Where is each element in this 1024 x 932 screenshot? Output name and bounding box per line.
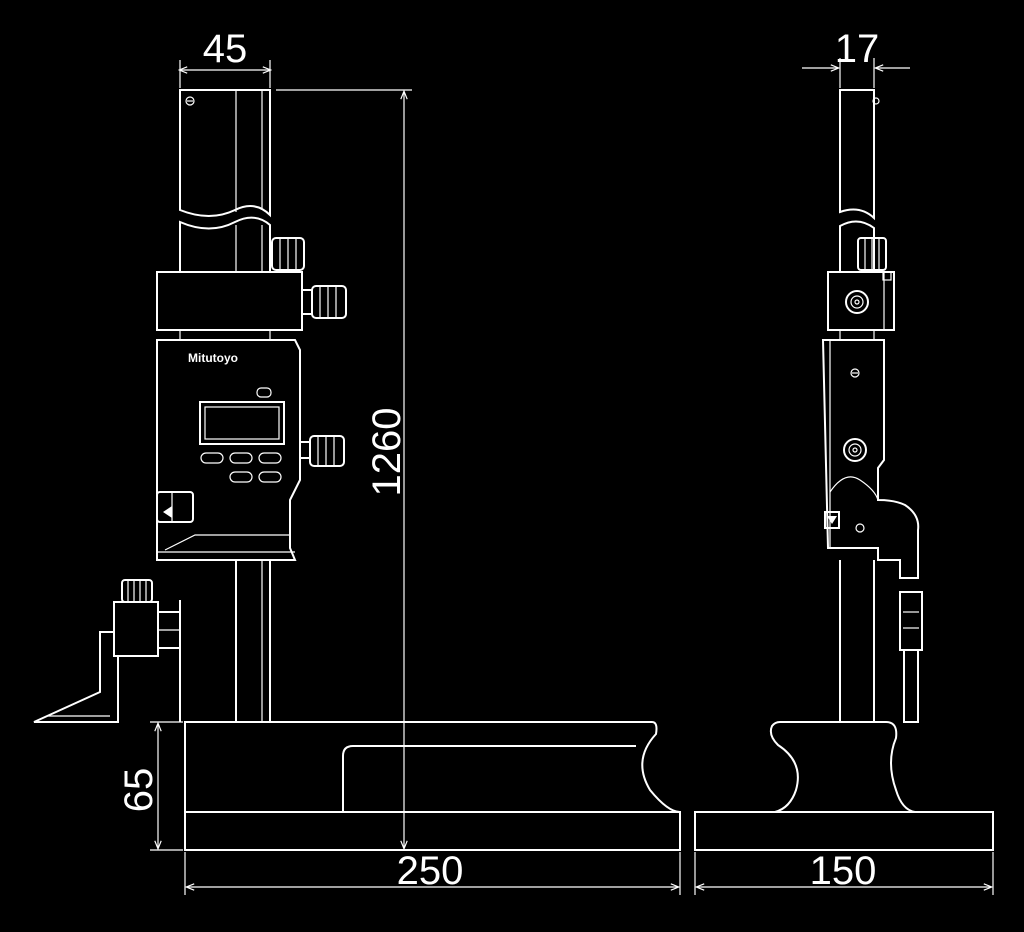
dimension-label: 65 — [117, 768, 161, 813]
side-base — [694, 721, 994, 851]
zero-button — [256, 387, 272, 398]
dimension-label: 17 — [835, 27, 880, 71]
side-slider-block — [827, 271, 895, 331]
front-column — [179, 89, 271, 722]
dimension-label: 1260 — [365, 408, 409, 497]
function-button — [229, 452, 253, 464]
function-button — [229, 471, 253, 483]
dimension-250: 250 — [184, 849, 681, 895]
dimension-1260: 1260 — [276, 89, 412, 848]
dimension-17: 17 — [802, 27, 910, 88]
side-scriber — [899, 591, 923, 723]
side-view: 17 150 — [694, 27, 994, 895]
function-button — [258, 452, 282, 464]
side-fine-knob — [857, 237, 892, 281]
feed-knob — [299, 435, 345, 467]
function-button — [200, 452, 224, 464]
slider-block — [156, 271, 347, 340]
dimension-150: 150 — [694, 849, 994, 895]
dimension-65: 65 — [117, 721, 183, 851]
side-column — [839, 89, 880, 722]
side-display-unit — [821, 339, 920, 579]
dimension-label: 150 — [810, 849, 877, 893]
scriber — [33, 579, 181, 723]
function-button — [258, 471, 282, 483]
dimension-45: 45 — [180, 27, 270, 88]
lcd-screen — [199, 401, 285, 445]
display-unit: Mitutoyo — [156, 339, 301, 561]
dimension-label: 250 — [397, 849, 464, 893]
front-view: Mitutoyo — [33, 27, 681, 895]
dimension-label: 45 — [203, 27, 248, 71]
brand-logo: Mitutoyo — [188, 351, 238, 365]
front-base — [184, 721, 681, 851]
fine-adjust-knob — [271, 237, 305, 271]
